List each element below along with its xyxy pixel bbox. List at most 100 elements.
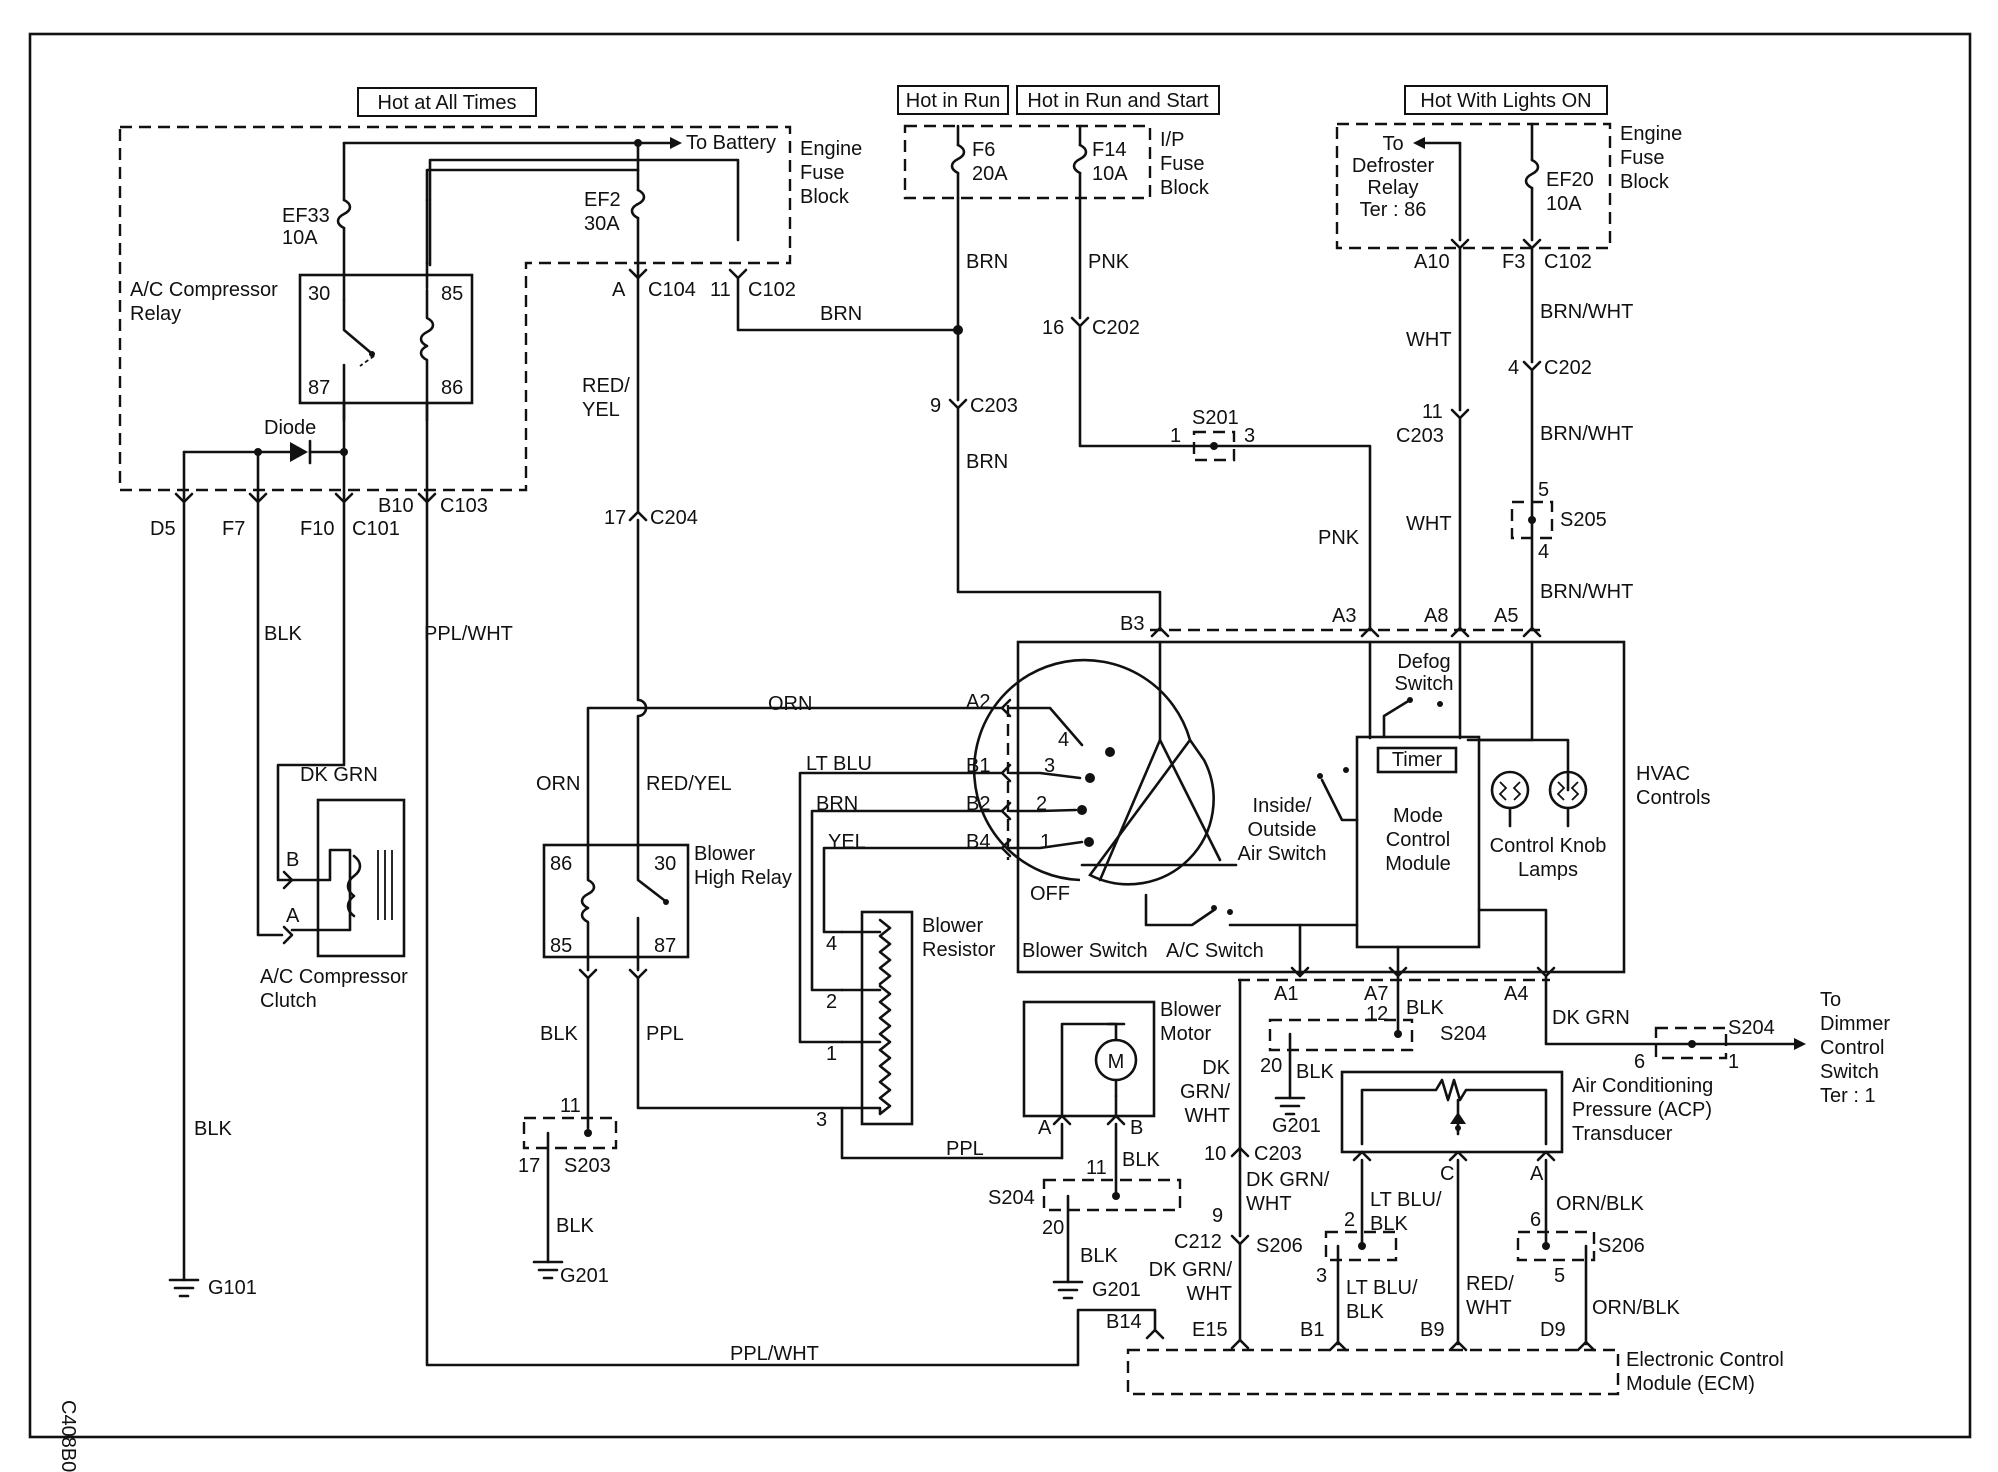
- wire-dk-grn-wht-upper: DK GRN/ WHT: [1180, 1057, 1231, 1127]
- splice-s204-right: [1654, 1026, 1728, 1060]
- resistor-pin-1: 1: [826, 1043, 837, 1065]
- wire-red-yel-top-a: RED/: [582, 375, 630, 397]
- svg-text:Control: Control: [1820, 1037, 1884, 1059]
- ground-g201-left: G201: [532, 1260, 609, 1287]
- svg-text:Engine: Engine: [800, 138, 862, 160]
- blower-switch-pos-4: 4: [1058, 729, 1069, 751]
- blower-high-relay-label: Blower High Relay: [694, 843, 792, 889]
- splice-s204-upper: [1268, 1018, 1414, 1052]
- control-knob-lamps: [1477, 738, 1588, 828]
- wire-brn-resistor: BRN: [816, 793, 858, 815]
- svg-text:Control: Control: [1386, 829, 1450, 851]
- s203-pin-17: 17: [518, 1155, 540, 1177]
- pin-9-c203: 9: [930, 395, 941, 417]
- wire-brn-wht-1: BRN/WHT: [1540, 301, 1633, 323]
- to-battery-label: To Battery: [686, 132, 776, 154]
- wire-brn-wht-3: BRN/WHT: [1540, 581, 1633, 603]
- svg-text:EF2: EF2: [584, 189, 621, 211]
- wire-orn-left: ORN: [536, 773, 580, 795]
- connector-c102: C102: [748, 279, 796, 301]
- to-dimmer-switch-label: To Dimmer Control Switch Ter : 1: [1820, 989, 1890, 1107]
- svg-text:A/C Compressor: A/C Compressor: [260, 966, 408, 988]
- ac-compressor-clutch-label: A/C Compressor Clutch: [260, 966, 408, 1012]
- pin-b2: B2: [966, 793, 990, 815]
- svg-text:Transducer: Transducer: [1572, 1123, 1673, 1145]
- wire-dk-grn-wht-middle: DK GRN/ WHT: [1246, 1169, 1330, 1215]
- pin-d5: D5: [150, 518, 176, 540]
- svg-text:Inside/: Inside/: [1253, 795, 1312, 817]
- svg-text:G201: G201: [1092, 1279, 1141, 1301]
- pin-b14: B14: [1106, 1311, 1142, 1333]
- pin-11-c203: 11: [1422, 401, 1443, 423]
- pin-a1: A1: [1274, 983, 1298, 1005]
- svg-text:10A: 10A: [1092, 163, 1128, 185]
- splice-s204-right-label: S204: [1728, 1017, 1775, 1039]
- svg-text:Resistor: Resistor: [922, 939, 996, 961]
- figure-code: C408B003: [57, 1400, 79, 1472]
- hvac-controls-label: HVAC Controls: [1636, 763, 1710, 809]
- pin-17-c204: 17: [604, 507, 626, 529]
- ac-compressor-clutch: [316, 798, 406, 958]
- defog-switch-label: Defog Switch: [1395, 651, 1454, 695]
- wire-dk-grn-wht-lower: DK GRN/ WHT: [1149, 1259, 1233, 1305]
- svg-text:F14: F14: [1092, 139, 1126, 161]
- svg-text:To: To: [1382, 133, 1403, 155]
- pin-9-c212: 9: [1212, 1205, 1223, 1227]
- relay-pin-86: 86: [441, 377, 463, 399]
- fuse-ef33-label: EF33 10A: [282, 205, 330, 249]
- wire-blk-d5: BLK: [194, 1118, 232, 1140]
- svg-text:Defroster: Defroster: [1352, 155, 1435, 177]
- splice-s204-upper-label: S204: [1440, 1023, 1487, 1045]
- wire-blk-g201-right: BLK: [1296, 1061, 1334, 1083]
- wire-brn-f6: BRN: [966, 251, 1008, 273]
- pin-a5: A5: [1494, 605, 1518, 627]
- svg-text:Pressure (ACP): Pressure (ACP): [1572, 1099, 1712, 1121]
- splice-s201-label: S201: [1192, 407, 1239, 429]
- svg-text:Fuse: Fuse: [1620, 147, 1664, 169]
- pin-a10: A10: [1414, 251, 1450, 273]
- pin-16-c202: 16: [1042, 317, 1064, 339]
- svg-text:Relay: Relay: [1367, 177, 1418, 199]
- svg-text:Module: Module: [1385, 853, 1451, 875]
- s205-pin-4: 4: [1538, 541, 1549, 563]
- svg-text:Air Conditioning: Air Conditioning: [1572, 1075, 1713, 1097]
- s206-left-pin-3: 3: [1316, 1265, 1327, 1287]
- svg-text:WHT: WHT: [1246, 1193, 1292, 1215]
- hirelay-pin-86: 86: [550, 853, 572, 875]
- pin-a-c104: A: [612, 279, 626, 301]
- acp-transducer-label: Air Conditioning Pressure (ACP) Transduc…: [1572, 1075, 1713, 1145]
- svg-text:Defog: Defog: [1397, 651, 1450, 673]
- ecm-label: Electronic Control Module (ECM): [1626, 1349, 1784, 1395]
- connector-c203-top: C203: [970, 395, 1018, 417]
- svg-text:HVAC: HVAC: [1636, 763, 1690, 785]
- motor-pin-B: B: [1130, 1117, 1143, 1139]
- splice-s203: [522, 1116, 618, 1150]
- relay-pin-87: 87: [308, 377, 330, 399]
- connector-c203-lower: C203: [1254, 1143, 1302, 1165]
- svg-text:DK: DK: [1202, 1057, 1230, 1079]
- connector-c103: C103: [440, 495, 488, 517]
- svg-text:BLK: BLK: [1346, 1301, 1384, 1323]
- wire-red-yel-top-b: YEL: [582, 399, 620, 421]
- wire-orn-top: ORN: [768, 693, 812, 715]
- header-hot-in-run-and-start: Hot in Run and Start: [1016, 85, 1220, 115]
- svg-text:Dimmer: Dimmer: [1820, 1013, 1890, 1035]
- svg-text:Outside: Outside: [1248, 819, 1317, 841]
- ecm-box: [1126, 1348, 1620, 1396]
- resistor-pin-4: 4: [826, 933, 837, 955]
- ground-g101: G101: [168, 1277, 257, 1299]
- svg-text:WHT: WHT: [1466, 1297, 1512, 1319]
- svg-text:10A: 10A: [1546, 193, 1582, 215]
- s203-pin-11: 11: [560, 1095, 581, 1117]
- wire-dk-grn-clutch: DK GRN: [300, 764, 378, 786]
- inside-outside-air-switch-label: Inside/ Outside Air Switch: [1238, 795, 1327, 865]
- pin-a7: A7: [1364, 983, 1388, 1005]
- s201-pin-1: 1: [1170, 425, 1181, 447]
- wire-blk-f7: BLK: [264, 623, 302, 645]
- motor-pin-a: A: [1038, 1117, 1052, 1139]
- wire-brn-wht-2: BRN/WHT: [1540, 423, 1633, 445]
- fuse-ef20-label: EF20 10A: [1546, 169, 1594, 215]
- pin-f7: F7: [222, 518, 245, 540]
- wire-ppl-wht-ecm: PPL/WHT: [730, 1343, 819, 1365]
